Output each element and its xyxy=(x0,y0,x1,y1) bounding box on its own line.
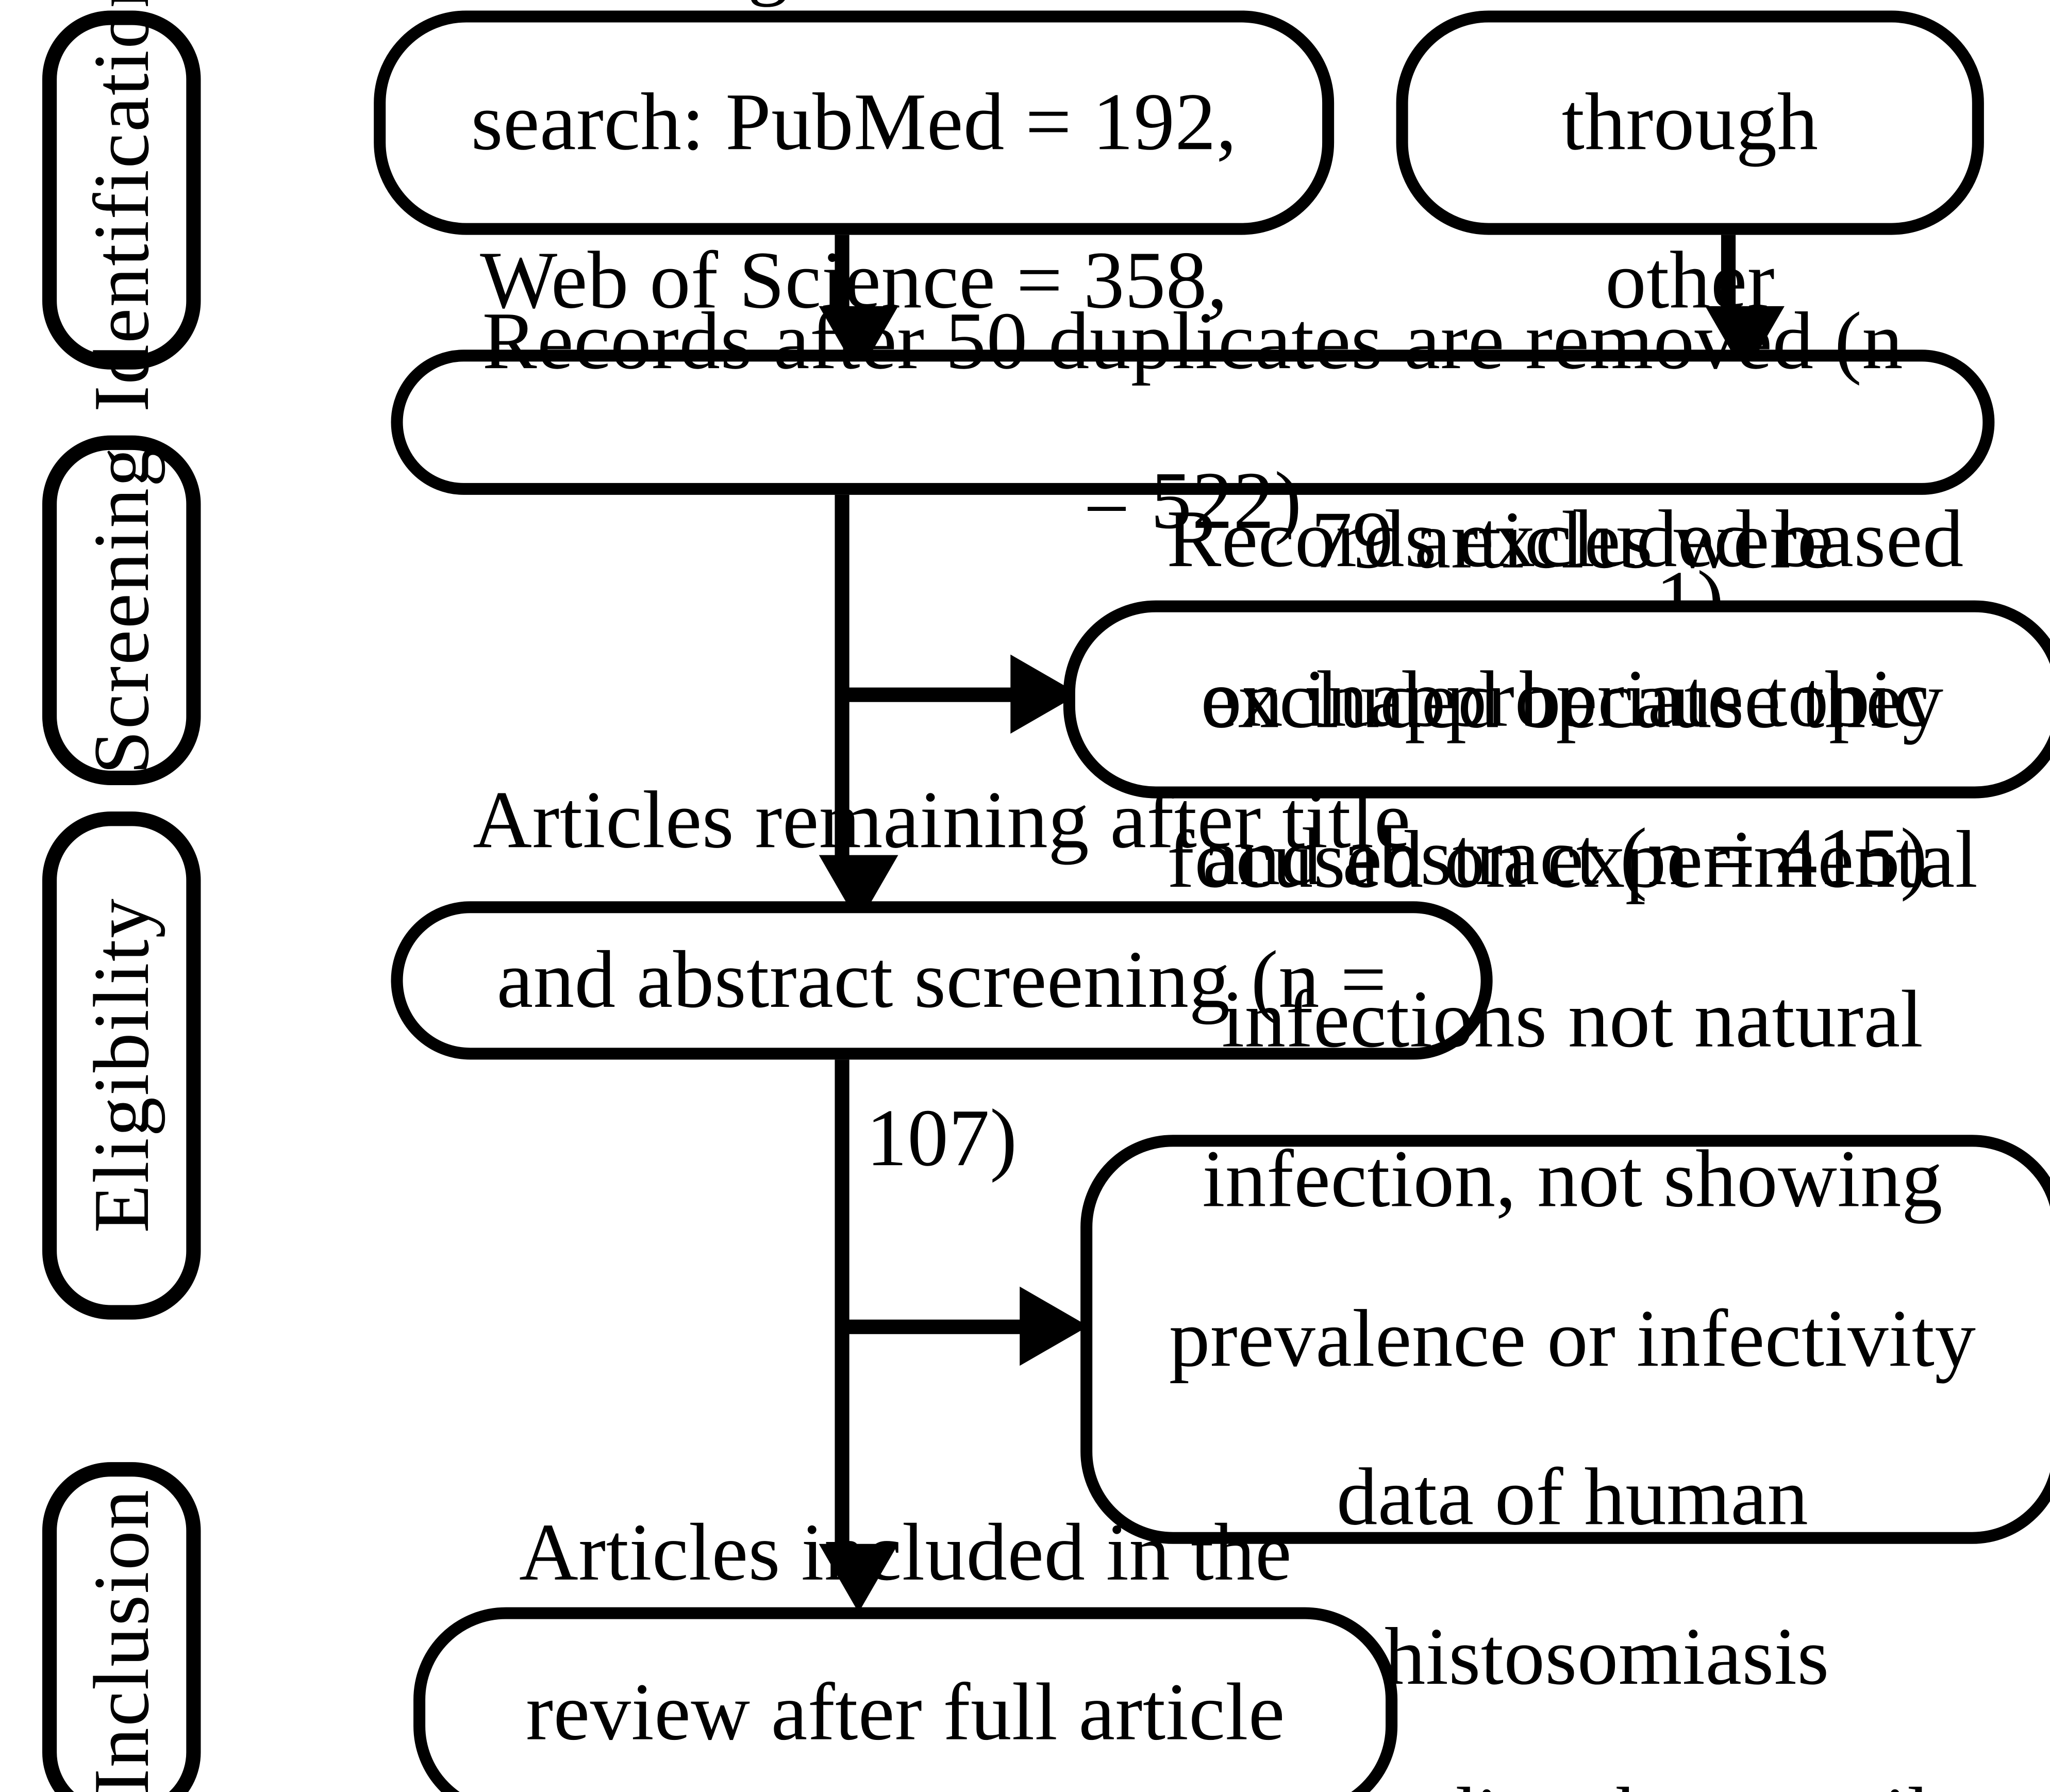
connector-duplicates-to-remaining xyxy=(835,494,849,871)
connector-trunk-to-excluded-topic xyxy=(841,687,1027,702)
node-records-excluded-topic-abstract: Records excluded based on inappropriate … xyxy=(1063,494,2050,903)
node-text-excluded-full-text: 79 articles were excluded because they f… xyxy=(1166,496,1978,1792)
node-articles-included-in-review: Articles included in the review after fu… xyxy=(413,1508,1398,1792)
stage-box-eligibility: Eligibility xyxy=(42,811,201,1320)
node-additional-record-other-sources: Additional record identified through oth… xyxy=(1396,0,1984,645)
node-text-excluded-topic-abstract: Records excluded based on inappropriate … xyxy=(1166,494,1964,903)
node-articles-excluded-full-text: 79 articles were excluded because they f… xyxy=(1080,496,2050,1792)
stage-box-screening: Screening xyxy=(42,435,201,785)
arrow-trunk-to-excluded-fulltext xyxy=(1020,1286,1089,1366)
arrow-remaining-to-included xyxy=(819,1544,898,1613)
stage-box-identification: Identification xyxy=(42,0,201,412)
node-text-included-in-review: Articles included in the review after fu… xyxy=(519,1507,1292,1757)
stage-label-inclusion: Inclusion xyxy=(78,1488,165,1792)
connector-trunk-to-excluded-fulltext xyxy=(841,1319,1036,1334)
node-records-after-duplicates-removed: Records after 50 duplicates are removed … xyxy=(391,297,1995,546)
node-articles-remaining-after-screening: Articles remaining after title and abstr… xyxy=(391,775,1493,1184)
stage-box-inclusion: Inclusion xyxy=(42,1462,201,1792)
stage-label-identification: Identification xyxy=(78,0,165,413)
connector-remaining-to-included xyxy=(835,1059,849,1562)
node-text-duplicates-removed: Records after 50 duplicates are removed … xyxy=(482,297,1904,546)
node-text-articles-remaining: Articles remaining after title and abstr… xyxy=(473,775,1411,1185)
node-records-identified-database-search: Records identified through database sear… xyxy=(374,0,1335,486)
stage-label-screening: Screening xyxy=(78,446,165,775)
stage-label-eligibility: Eligibility xyxy=(78,898,165,1234)
